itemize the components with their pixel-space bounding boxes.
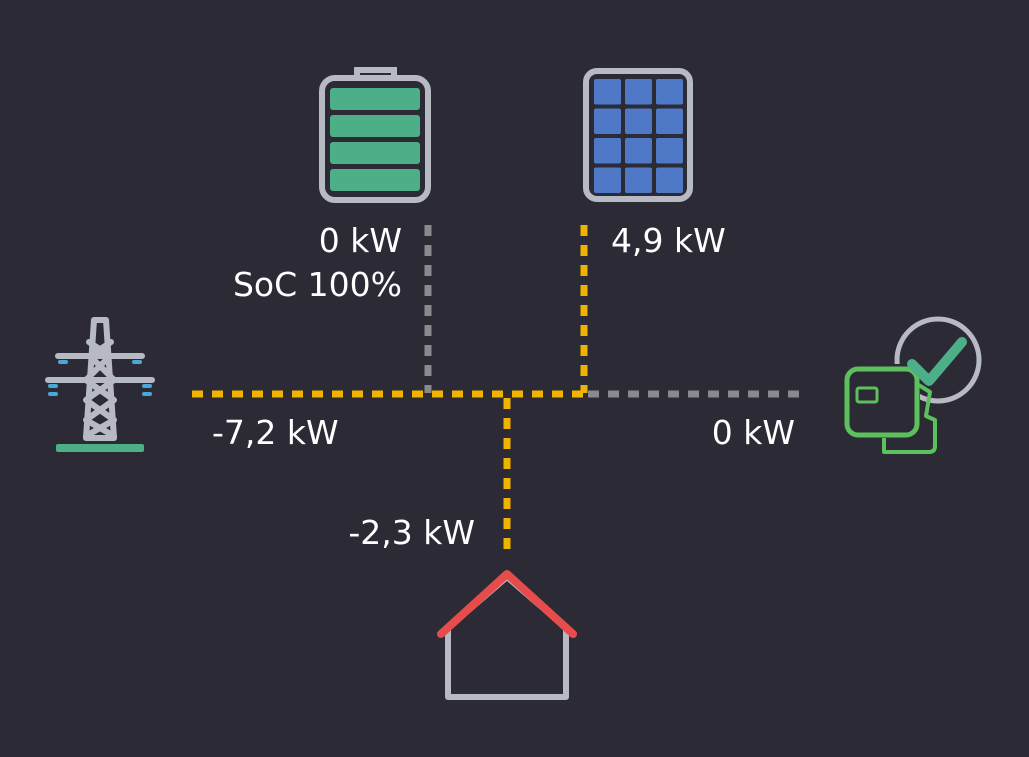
solar-cell [594, 138, 621, 164]
power-pylon-icon [45, 317, 155, 452]
charger-power-label: 0 kW [711, 413, 795, 452]
solar-cell [656, 79, 683, 105]
battery-full-icon [319, 67, 431, 203]
solar-cell [625, 79, 652, 105]
solar-cell [625, 138, 652, 164]
solar-cell [656, 138, 683, 164]
solar-cell [594, 79, 621, 105]
battery-power-label: 0 kW [318, 221, 402, 260]
solar-cell [656, 108, 683, 134]
ev-charger-icon [842, 316, 982, 454]
solar-cell [594, 167, 621, 193]
solar-panel-icon [583, 68, 693, 202]
solar-power-label: 4,9 kW [611, 221, 726, 260]
solar-cell [656, 167, 683, 193]
check-icon [907, 337, 967, 386]
solar-cell [625, 167, 652, 193]
house-icon [437, 570, 577, 700]
solar-cell [594, 108, 621, 134]
battery-soc-label: SoC 100% [232, 265, 402, 304]
house-power-label: -2,3 kW [348, 513, 475, 552]
grid-power-label: -7,2 kW [212, 413, 339, 452]
solar-cell [625, 108, 652, 134]
